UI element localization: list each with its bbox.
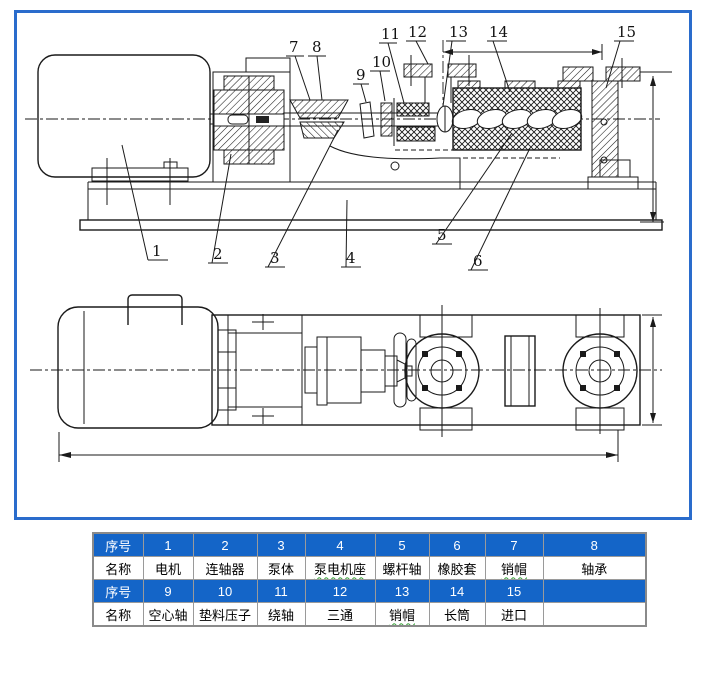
svg-text:11: 11: [381, 25, 400, 43]
svg-text:2: 2: [213, 245, 223, 263]
callout-1: 1: [121, 144, 168, 261]
svg-text:4: 4: [346, 249, 356, 267]
dimension-length-plan: [58, 430, 619, 462]
cell-name-8: 轴承: [542, 556, 647, 580]
callout-14: 14: [487, 23, 511, 93]
cell-seq-1: 1: [142, 532, 194, 557]
callout-4: 4: [341, 199, 361, 268]
cell-seq-label-2: 序号: [92, 579, 144, 603]
callout-10: 10: [370, 53, 391, 102]
callout-12: 12: [406, 23, 429, 65]
cell-seq-10: 10: [192, 579, 258, 603]
callout-8: 8: [308, 38, 326, 101]
callout-15: 15: [605, 23, 636, 89]
pump-body-plan: [304, 332, 417, 408]
cell-name-9: 空心轴: [142, 602, 194, 627]
tee-flange-plan: [404, 305, 480, 437]
cell-name-2: 连轴器: [192, 556, 258, 580]
cell-name-11: 绕轴: [256, 602, 306, 627]
table-row-index-1: 序号 1 2 3 4 5 6 7 8: [92, 532, 647, 557]
baseplate-side: [79, 145, 663, 231]
cell-seq-6: 6: [428, 532, 486, 557]
cell-seq-15: 15: [484, 579, 544, 603]
cell-seq-empty: [542, 579, 647, 603]
cell-seq-9: 9: [142, 579, 194, 603]
cell-name-14: 长筒: [428, 602, 486, 627]
cell-seq-2: 2: [192, 532, 258, 557]
svg-text:12: 12: [408, 23, 427, 41]
plan-view: [30, 294, 662, 462]
callout-13: 13: [442, 23, 468, 107]
cell-name-10: 垫料压子: [192, 602, 258, 627]
barrel-plan: [504, 335, 536, 407]
table-row-names-1: 名称 电机 连轴器 泵体 泵电机座 螺杆轴 橡胶套 销帽 轴承: [92, 556, 647, 580]
cell-seq-3: 3: [256, 532, 306, 557]
dimension-top: [443, 44, 603, 60]
cell-seq-5: 5: [374, 532, 430, 557]
cell-name-3: 泵体: [256, 556, 306, 580]
cell-seq-7: 7: [484, 532, 544, 557]
coupling-key: [256, 116, 269, 123]
table-row-index-2: 序号 9 10 11 12 13 14 15: [92, 579, 647, 603]
cell-name-15: 进口: [484, 602, 544, 627]
callout-2: 2: [208, 153, 232, 264]
parts-table: 序号 1 2 3 4 5 6 7 8 名称 电机 连轴器 泵体 泵电机座 螺杆轴…: [92, 532, 647, 627]
end-flange-plan: [562, 308, 638, 434]
cell-name-6: 橡胶套: [428, 556, 486, 580]
cell-seq-14: 14: [428, 579, 486, 603]
dimension-right-side: [640, 76, 664, 223]
cell-seq-12: 12: [304, 579, 376, 603]
svg-text:6: 6: [473, 252, 483, 270]
callout-5: 5: [432, 132, 513, 245]
cell-seq-13: 13: [374, 579, 430, 603]
cell-name-13: 销帽: [374, 602, 430, 627]
cell-name-1: 电机: [142, 556, 194, 580]
svg-text:10: 10: [372, 53, 391, 71]
callout-6: 6: [468, 147, 531, 271]
screw-barrel: [451, 80, 583, 159]
cell-name-label-2: 名称: [92, 602, 144, 627]
callout-3: 3: [265, 129, 339, 268]
screw-shaft: [451, 108, 583, 130]
cell-name-12: 三通: [304, 602, 376, 627]
svg-text:14: 14: [489, 23, 508, 41]
svg-text:1: 1: [152, 242, 162, 260]
end-flange: [562, 58, 672, 178]
cell-name-5: 螺杆轴: [374, 556, 430, 580]
motor-plan: [57, 294, 237, 429]
pump-technical-drawing: 7 8 9 10: [25, 23, 672, 462]
table-row-names-2: 名称 空心轴 垫料压子 绕轴 三通 销帽 长筒 进口: [92, 602, 647, 627]
cell-seq-11: 11: [256, 579, 306, 603]
side-view: 7 8 9 10: [25, 23, 672, 271]
svg-text:7: 7: [289, 38, 299, 56]
pump-shaft: [284, 101, 440, 139]
callout-7: 7: [286, 38, 311, 101]
cell-name-empty: [542, 602, 647, 627]
cell-name-4: 泵电机座: [304, 556, 376, 580]
svg-text:3: 3: [270, 249, 280, 267]
svg-text:8: 8: [312, 38, 322, 56]
coupling-assembly: [212, 57, 291, 183]
callout-9: 9: [353, 66, 369, 103]
cell-seq-label: 序号: [92, 532, 144, 557]
stuffing-box: [393, 98, 436, 146]
tee-flange: [403, 40, 477, 112]
cell-seq-8: 8: [542, 532, 647, 557]
svg-text:15: 15: [617, 23, 636, 41]
diagram-frame: 7 8 9 10: [14, 10, 692, 520]
svg-text:13: 13: [449, 23, 468, 41]
cell-name-label: 名称: [92, 556, 144, 580]
callout-11: 11: [379, 25, 405, 104]
svg-text:9: 9: [356, 66, 366, 84]
pin-cap: [436, 105, 454, 133]
coupling-housing-plan: [227, 314, 303, 426]
cell-seq-4: 4: [304, 532, 376, 557]
cell-name-7: 销帽: [484, 556, 544, 580]
dimension-width-plan: [642, 314, 662, 426]
